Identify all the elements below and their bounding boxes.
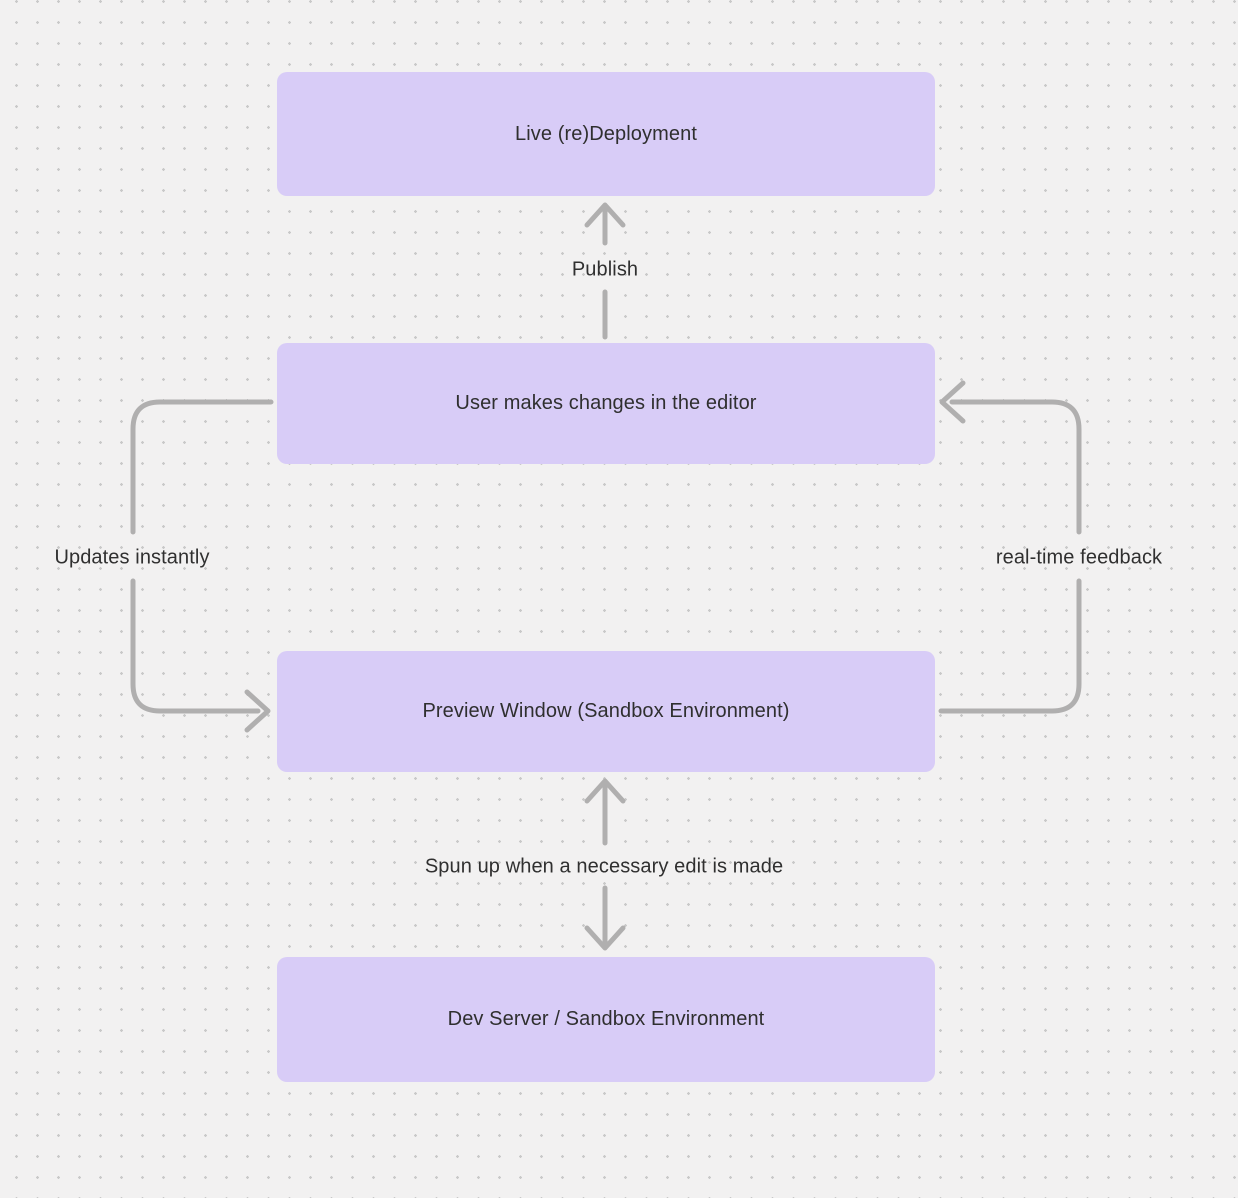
node-preview-window-label: Preview Window (Sandbox Environment) <box>422 700 790 722</box>
arrowhead-left-icon <box>939 380 966 424</box>
arrowhead-up-icon <box>584 778 626 804</box>
arrowhead-right-icon <box>244 689 271 733</box>
node-live-deployment-label: Live (re)Deployment <box>515 122 697 145</box>
edge-label-updates-instantly: Updates instantly <box>54 546 210 569</box>
edge-label-spun-up: Spun up when a necessary edit is made <box>424 855 784 878</box>
node-user-editor-label: User makes changes in the editor <box>455 392 757 414</box>
node-user-editor[interactable]: User makes changes in the editor <box>277 343 935 464</box>
edge-label-realtime-feedback: real-time feedback <box>995 546 1163 569</box>
arrowhead-down-icon <box>584 925 626 951</box>
node-preview-window[interactable]: Preview Window (Sandbox Environment) <box>277 651 935 772</box>
edge-label-publish: Publish <box>571 258 639 281</box>
node-dev-server-label: Dev Server / Sandbox Environment <box>447 1008 765 1030</box>
node-dev-server[interactable]: Dev Server / Sandbox Environment <box>277 957 935 1082</box>
node-live-deployment[interactable]: Live (re)Deployment <box>277 72 935 196</box>
arrowhead-up-icon <box>584 202 626 228</box>
